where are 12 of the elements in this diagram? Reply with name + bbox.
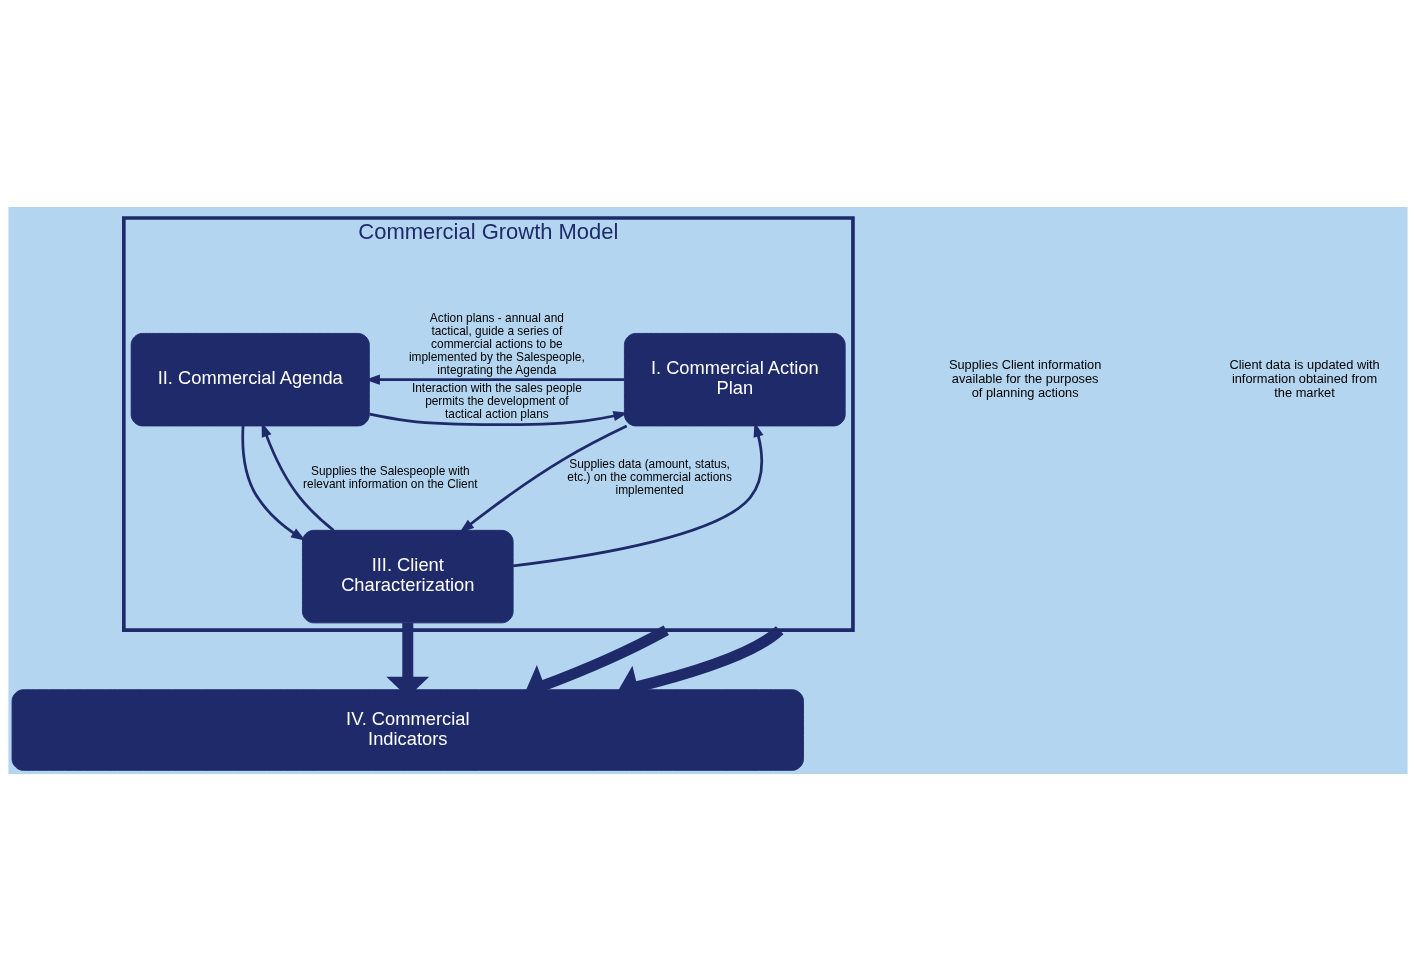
- edge-label: Interaction with the sales people permits the development of tactical action plans: [411, 380, 582, 421]
- label: Supplies Client information available for the purposes of planning actions: [948, 356, 1102, 400]
- edge-label: Action plans - annual and tactical, guide a series of commercial actions to be implemented by the Salespeople, integrating the Agenda: [408, 310, 585, 377]
- edge-label: Supplies the Salespeople with relevant information on the Client: [303, 463, 478, 491]
- arrow: [459, 424, 628, 533]
- label: Client data is updated with information obtained from the market: [1229, 356, 1380, 400]
- node-box: III. Client Characterization: [302, 529, 514, 623]
- node-box: IV. Commercial Indicators: [11, 688, 804, 771]
- arrow: [241, 425, 306, 541]
- node-box: I. Commercial Action Plan: [623, 332, 846, 426]
- edge-label: Supplies data (amount, status, etc.) on the commercial actions implemented: [567, 456, 732, 497]
- node-box: II. Commercial Agenda: [130, 332, 370, 426]
